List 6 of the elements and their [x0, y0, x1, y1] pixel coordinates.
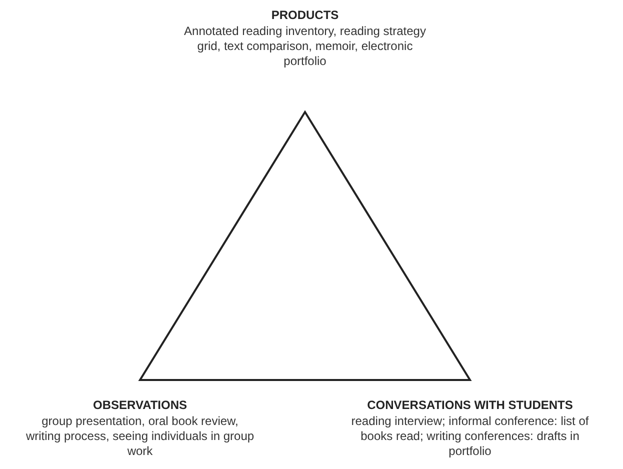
section-heading: PRODUCTS: [271, 8, 339, 23]
description-text: Annotated reading inventory, reading strategy grid, text comparison, memoir, electronic portfolio: [183, 24, 427, 69]
description-text: reading interview; informal conference: list of books read; writing conferences: drafts in portfolio: [350, 414, 590, 459]
section-heading: CONVERSATIONS WITH STUDENTS: [367, 398, 573, 413]
section-heading: OBSERVATIONS: [93, 398, 187, 413]
description-text: group presentation, oral book review, writing process, seeing individuals in group work: [25, 414, 255, 459]
